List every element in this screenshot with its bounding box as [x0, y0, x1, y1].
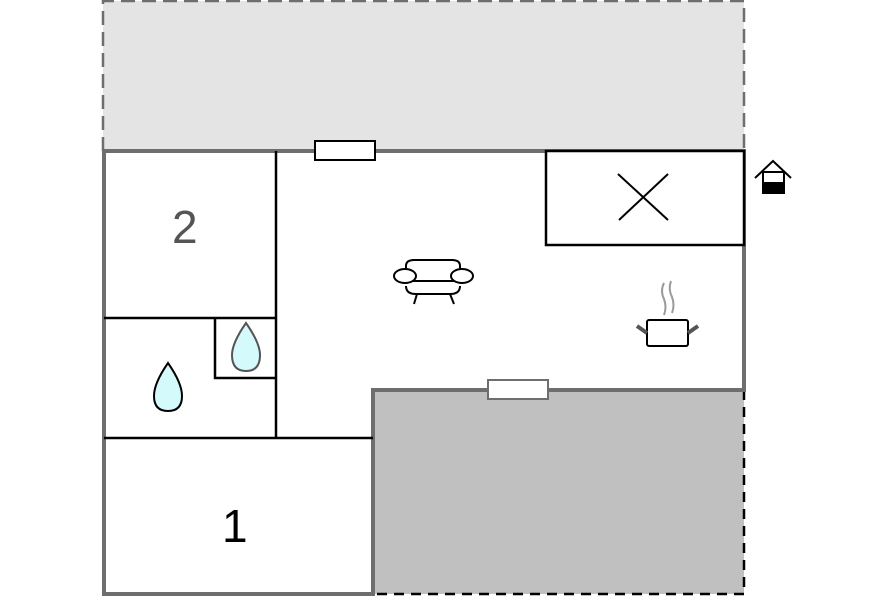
interior-walls	[104, 151, 373, 440]
top-terrace	[103, 1, 744, 151]
top-terrace-dashed-border	[101, 0, 746, 151]
cooking-pot-icon	[635, 280, 700, 347]
shower-water-drop-icon	[230, 321, 262, 373]
bottom-terrace-dashed-border	[373, 390, 746, 596]
bottom-terrace	[373, 390, 744, 594]
window-icon	[487, 379, 549, 400]
bath-water-drop-icon	[152, 361, 184, 413]
room-label-2: 2	[172, 201, 198, 253]
sofa-icon	[393, 259, 474, 305]
stairs-cross-icon	[544, 149, 746, 247]
window-icon	[314, 140, 376, 161]
house-entrance-icon	[754, 159, 792, 194]
room-label-1: 1	[222, 500, 248, 552]
